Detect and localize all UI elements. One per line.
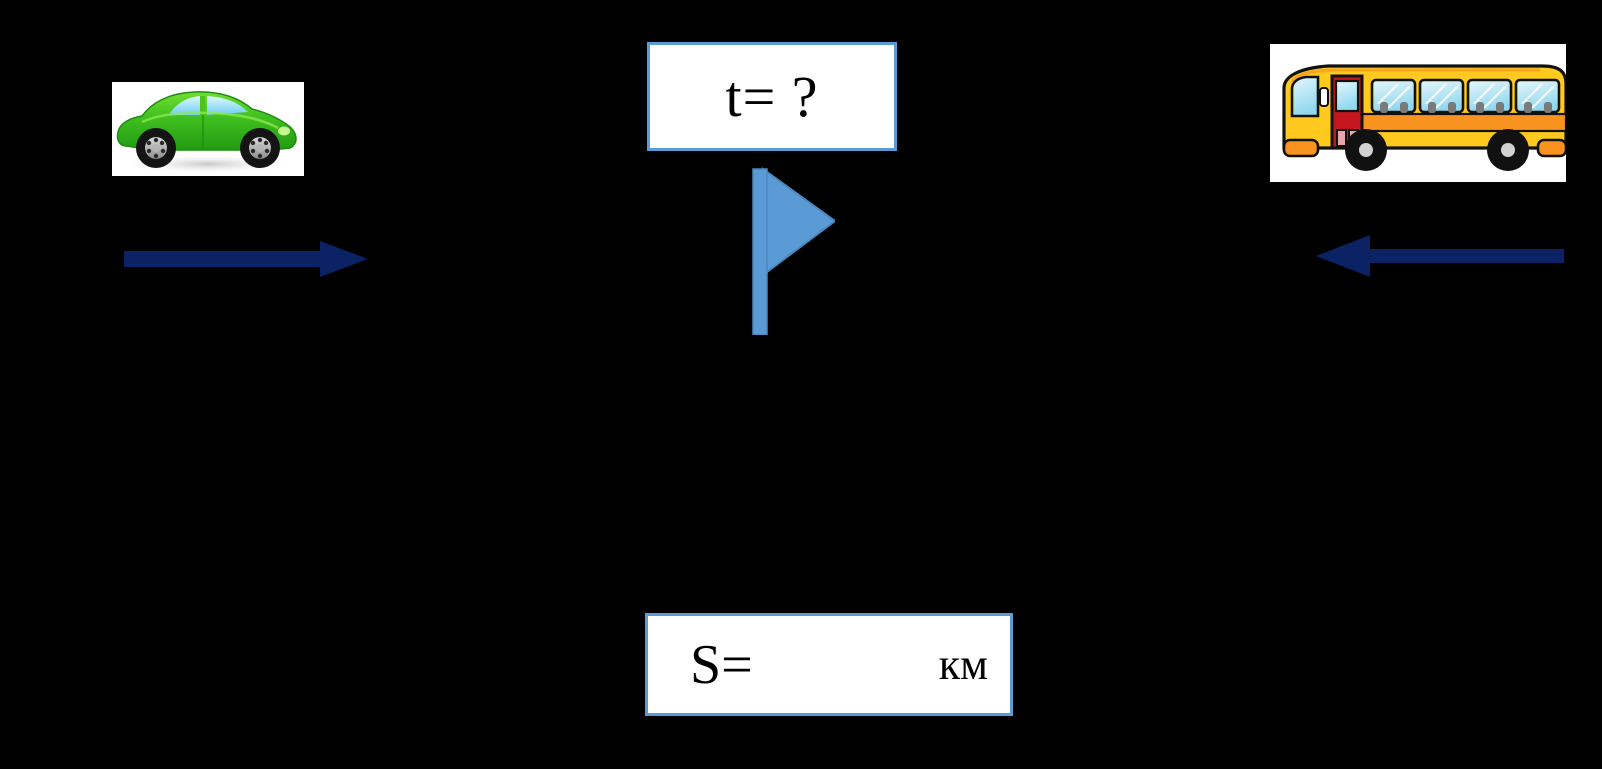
bus-illustration — [1282, 64, 1566, 171]
time-label-text: t= ? — [725, 63, 819, 129]
arrow-pointing-right — [124, 241, 368, 277]
arrow-right-icon — [124, 241, 368, 277]
distance-unit-text: км — [938, 639, 988, 689]
meeting-point-flag — [751, 163, 837, 336]
green-car-photo — [112, 82, 304, 176]
distance-label-text: S= — [690, 633, 753, 696]
time-label-box[interactable]: t= ? — [647, 42, 897, 151]
arrow-pointing-left — [1316, 235, 1564, 277]
arrow-left-icon — [1316, 235, 1564, 277]
flag-icon — [752, 167, 837, 336]
yellow-bus-photo — [1270, 44, 1566, 182]
car-illustration — [116, 91, 297, 174]
distance-label-box[interactable]: S= км — [645, 613, 1013, 716]
